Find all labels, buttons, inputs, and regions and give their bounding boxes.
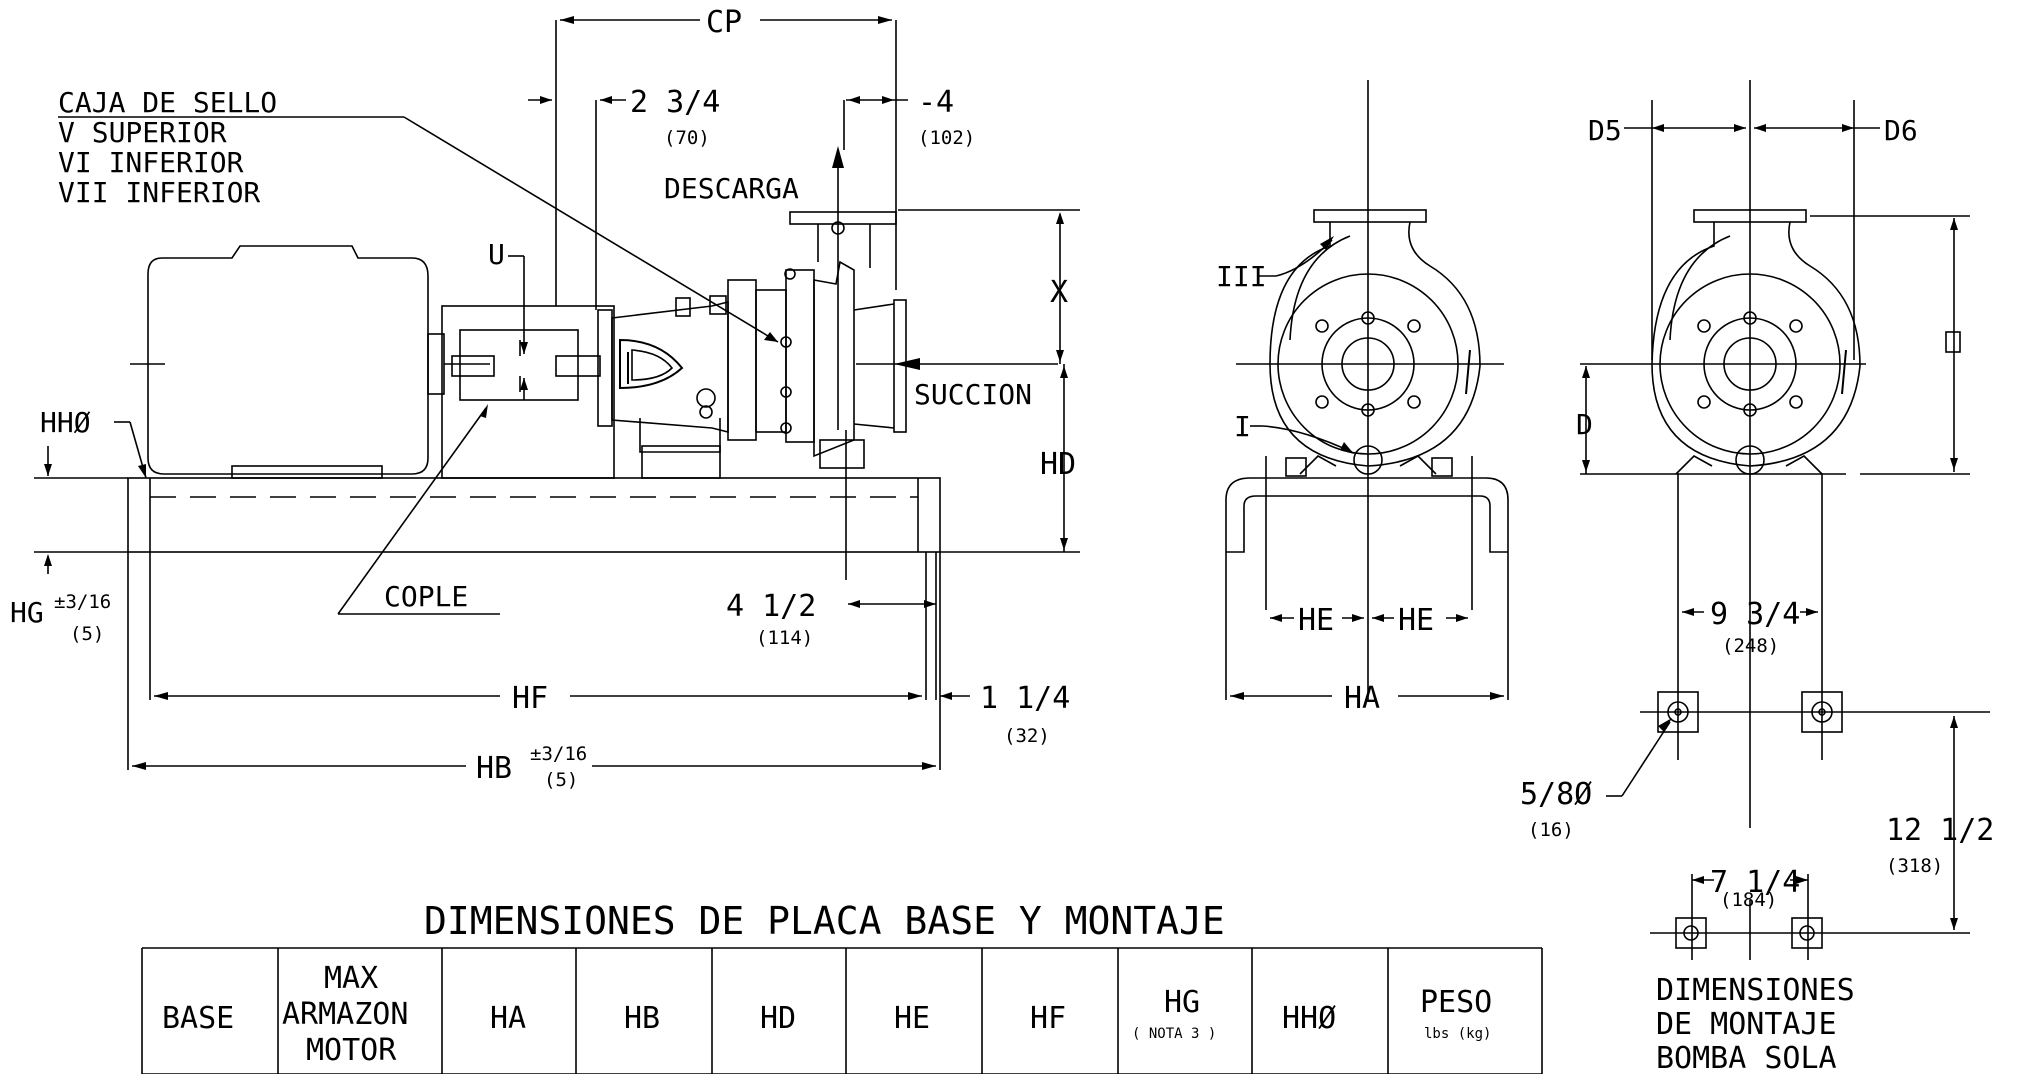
- base-plate: [127, 477, 941, 553]
- he-left-label: HE: [1298, 603, 1334, 638]
- dim-114: (114): [756, 627, 813, 649]
- succion-label: SUCCION: [914, 378, 1032, 411]
- th-max: MAX: [324, 961, 378, 996]
- dim-70: (70): [664, 127, 710, 149]
- dim-318: (318): [1886, 855, 1943, 877]
- d5-label: D5: [1588, 114, 1622, 147]
- th-hd: HD: [760, 1001, 796, 1036]
- base-plate-table: DIMENSIONES DE PLACA BASE Y MONTAJE BASE…: [141, 899, 1543, 1074]
- th-he: HE: [894, 1001, 930, 1036]
- pump-casing-side: [597, 211, 907, 479]
- he-right-label: HE: [1398, 603, 1434, 638]
- th-hh0: HHØ: [1282, 1001, 1336, 1036]
- th-base: BASE: [162, 1001, 234, 1036]
- hf-label: HF: [512, 681, 548, 716]
- x-label: X: [1050, 275, 1068, 310]
- th-hb: HB: [624, 1001, 660, 1036]
- th-motor: MOTOR: [306, 1033, 397, 1068]
- th-hg: HG: [1164, 985, 1200, 1020]
- dim-32: (32): [1004, 725, 1050, 747]
- caja-sello-vii: VII INFERIOR: [58, 176, 260, 209]
- dim-248: (248): [1722, 635, 1779, 657]
- right-view: D5 D6 D 9 3/4 (248): [1520, 80, 1994, 1074]
- th-peso: PESO: [1420, 985, 1492, 1020]
- d-label: D: [1576, 408, 1593, 441]
- dim-5-8: 5/8Ø: [1520, 777, 1592, 812]
- caja-sello-v: V SUPERIOR: [58, 116, 227, 149]
- d6-label: D6: [1884, 114, 1918, 147]
- descarga-label: DESCARGA: [664, 172, 799, 205]
- dim-9-3-4: 9 3/4: [1710, 597, 1800, 632]
- dim-12-1-2: 12 1/2: [1886, 813, 1994, 848]
- dim-184: (184): [1720, 889, 1777, 911]
- dim-1-1-4: 1 1/4: [980, 681, 1070, 716]
- table-title: DIMENSIONES DE PLACA BASE Y MONTAJE: [424, 899, 1225, 943]
- dim-102: (102): [918, 127, 975, 149]
- th-hf: HF: [1030, 1001, 1066, 1036]
- cople-label: COPLE: [384, 580, 468, 613]
- hb-label: HB: [476, 751, 512, 786]
- motor: [130, 245, 490, 479]
- dim-2-3-4: 2 3/4: [630, 85, 720, 120]
- th-armazon: ARMAZON: [282, 997, 408, 1032]
- th-ha: HA: [490, 1001, 526, 1036]
- u-label: U: [488, 238, 505, 271]
- hg-tol-mm: (5): [70, 623, 104, 645]
- hb-tol: ±3/16: [530, 743, 587, 765]
- dim-16: (16): [1528, 819, 1574, 841]
- hh0-label: HHØ: [40, 406, 91, 439]
- th-hg-nota: ( NOTA 3 ): [1132, 1026, 1216, 1042]
- i-label: I: [1234, 410, 1251, 443]
- hg-label: HG: [10, 596, 44, 629]
- caja-sello-vi: VI INFERIOR: [58, 146, 244, 179]
- montaje-line-3: BOMBA SOLA: [1656, 1041, 1837, 1074]
- th-peso-units: lbs (kg): [1424, 1026, 1491, 1042]
- dim-7-1-4: 7 1/4: [1710, 865, 1800, 900]
- dim-box: [1945, 331, 1961, 353]
- dim-4-1-2: 4 1/2: [726, 589, 816, 624]
- caja-sello-title: CAJA DE SELLO: [58, 86, 277, 119]
- montaje-line-1: DIMENSIONES: [1656, 973, 1855, 1008]
- side-elevation-view: CP 2 3/4 (70) -4 (102) DESCARGA SUCCION …: [10, 5, 1080, 791]
- ha-label: HA: [1344, 681, 1380, 716]
- hg-tol: ±3/16: [54, 591, 111, 613]
- hb-tol-mm: (5): [544, 769, 578, 791]
- front-view: III I HE HE HA: [1216, 80, 1509, 716]
- hd-label: HD: [1040, 447, 1076, 482]
- montaje-line-2: DE MONTAJE: [1656, 1007, 1837, 1042]
- cp-label: CP: [706, 5, 742, 40]
- dim-minus-4: -4: [918, 85, 954, 120]
- coupling-guard: [441, 305, 615, 479]
